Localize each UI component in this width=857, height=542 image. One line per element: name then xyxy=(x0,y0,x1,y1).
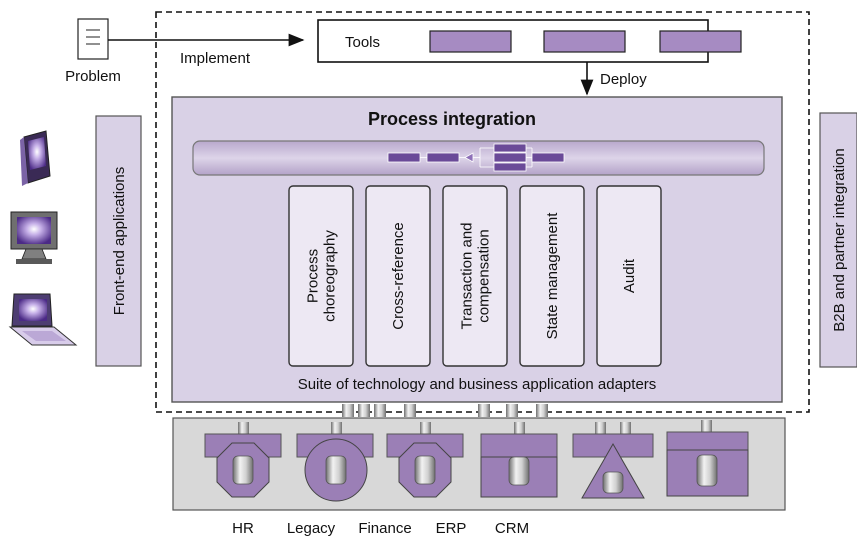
process-integration-title: Process integration xyxy=(368,109,536,129)
module-box xyxy=(365,185,431,367)
system-label: Legacy xyxy=(287,520,336,537)
tool-block xyxy=(543,30,626,53)
monitor-icon xyxy=(10,211,58,264)
module-box xyxy=(442,185,508,367)
module-label: Audit xyxy=(621,258,638,293)
other-system xyxy=(666,420,749,497)
pda-icon xyxy=(20,130,51,186)
integration-boundary xyxy=(155,11,810,413)
module-label: Transaction andcompensation xyxy=(459,222,493,329)
tools-label: Tools xyxy=(345,34,380,51)
module-box xyxy=(519,185,585,367)
system-label: ERP xyxy=(436,520,467,537)
module-label: Processchoreography xyxy=(305,230,339,322)
module-label: Cross-reference xyxy=(390,222,407,330)
connector-pins xyxy=(342,404,548,417)
legacy-system xyxy=(296,422,374,502)
erp-system xyxy=(480,422,558,498)
document-icon xyxy=(77,18,109,60)
system-label: Finance xyxy=(358,520,411,537)
tool-block xyxy=(429,30,512,53)
module-label: State management xyxy=(544,212,561,340)
module-box xyxy=(288,185,354,367)
process-flow-bar xyxy=(192,140,765,176)
tools-box xyxy=(317,19,709,63)
tool-block xyxy=(659,30,742,53)
b2b-bar xyxy=(819,112,857,368)
implement-label: Implement xyxy=(180,50,251,67)
finance-system xyxy=(386,422,464,498)
laptop-icon xyxy=(8,293,78,346)
system-label: CRM xyxy=(495,520,529,537)
hr-system xyxy=(204,422,282,498)
adapters-label: Suite of technology and business applica… xyxy=(298,376,657,393)
front-end-label: Front-end applications xyxy=(111,167,128,315)
system-label: HR xyxy=(232,520,254,537)
deploy-label: Deploy xyxy=(600,71,647,88)
process-flow-diagram xyxy=(387,143,565,172)
crm-system xyxy=(572,422,654,499)
module-box xyxy=(596,185,662,367)
problem-label: Problem xyxy=(65,68,121,85)
front-end-bar xyxy=(95,115,142,367)
b2b-label: B2B and partner integration xyxy=(831,148,848,331)
